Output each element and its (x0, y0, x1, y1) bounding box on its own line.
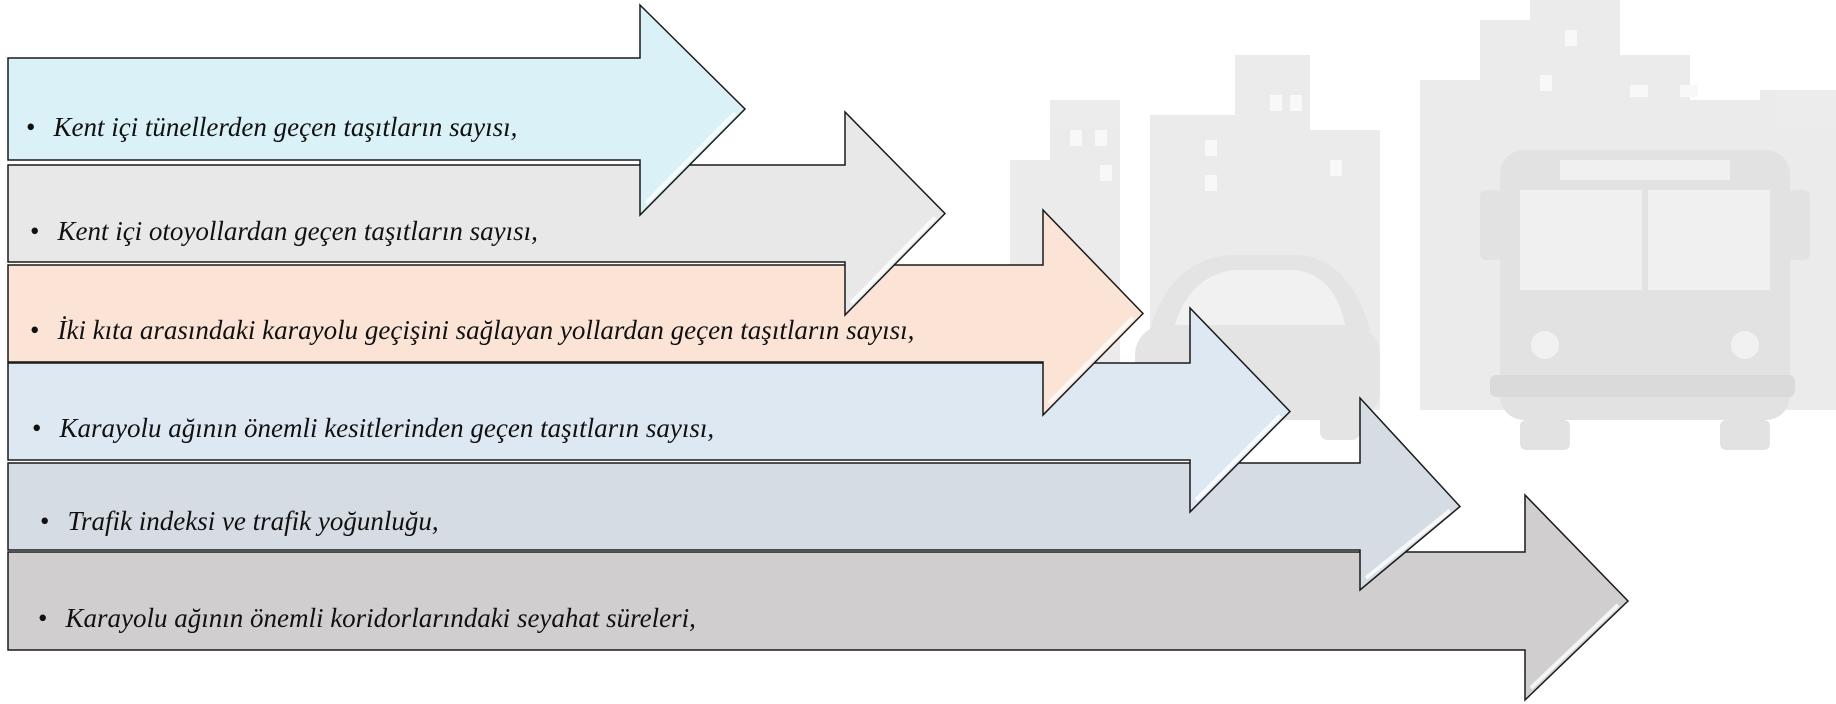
arrow-shape-1 (7, 3, 747, 217)
bullet-marker: • (30, 315, 40, 345)
arrow-text: Karayolu ağının önemli kesitlerinden geç… (59, 413, 715, 443)
arrow-label-5: • Trafik indeksi ve trafik yoğunluğu, (40, 508, 439, 535)
bullet-marker: • (26, 112, 36, 142)
arrow-highlight-1 (644, 111, 737, 205)
arrow-text: Trafik indeksi ve trafik yoğunluğu, (67, 506, 439, 536)
arrow-shape-5 (7, 396, 1462, 592)
arrow-text: İki kıta arasındaki karayolu geçişini sa… (57, 315, 915, 345)
arrow-shape-3 (7, 208, 1145, 417)
arrow-shape-6 (7, 493, 1630, 702)
arrow-text: Karayolu ağının önemli koridorlarındaki … (65, 603, 696, 633)
arrow-highlight-4 (1194, 414, 1282, 502)
arrow-highlight-2 (849, 216, 937, 305)
arrow-label-1: • Kent içi tünellerden geçen taşıtların s… (26, 114, 517, 141)
arrow-text: Kent içi tünellerden geçen taşıtların sa… (53, 112, 518, 142)
bullet-marker: • (40, 506, 50, 536)
arrow-shape-4 (7, 306, 1292, 514)
arrow-highlight-3 (1047, 316, 1135, 405)
bullet-marker: • (30, 216, 40, 246)
arrow-label-2: • Kent içi otoyollardan geçen taşıtların … (30, 218, 538, 245)
arrow-label-4: • Karayolu ağının önemli kesitlerinden ge… (32, 415, 714, 442)
bullet-marker: • (38, 603, 48, 633)
arrow-highlight-5 (1364, 508, 1452, 580)
arrow-label-3: • İki kıta arasındaki karayolu geçişini s… (30, 317, 914, 344)
arrow-highlight-6 (1529, 603, 1620, 690)
city-traffic-background (1010, 0, 1836, 450)
arrow-label-6: • Karayolu ağının önemli koridorlarındaki… (38, 605, 696, 632)
arrow-text: Kent içi otoyollardan geçen taşıtların s… (57, 216, 538, 246)
arrow-shape-2 (7, 110, 947, 317)
bullet-marker: • (32, 413, 42, 443)
arrow-stack (7, 3, 1630, 702)
